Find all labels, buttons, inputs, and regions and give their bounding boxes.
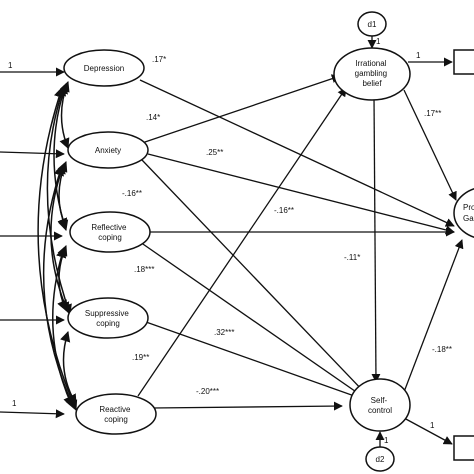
box-irrational-indicator bbox=[453, 49, 474, 75]
coef-refl-pg: -.16** bbox=[274, 206, 294, 215]
path-dep-pg bbox=[139, 79, 455, 227]
node-labels: Depression Anxiety Reflective coping Sup… bbox=[84, 20, 474, 464]
node-irrational bbox=[333, 47, 411, 101]
path-anx-sc bbox=[141, 159, 367, 395]
label-reflective: Reflective coping bbox=[91, 223, 128, 242]
path-label-d1: 1 bbox=[376, 37, 381, 46]
path-anx-pg bbox=[147, 153, 455, 235]
label-anxiety: Anxiety bbox=[95, 146, 121, 155]
coef-irr-sc: -.11* bbox=[344, 253, 360, 262]
path-label-rea-in: 1 bbox=[12, 399, 17, 408]
node-reflective bbox=[69, 211, 151, 253]
path-label-irr-out: 1 bbox=[416, 51, 421, 60]
coef-supp-sc: .32*** bbox=[214, 328, 234, 337]
line-in-anx bbox=[0, 149, 65, 159]
node-selfcontrol bbox=[349, 378, 411, 432]
line-in-rea bbox=[0, 409, 65, 419]
coef-anx-pg: .25** bbox=[206, 148, 223, 157]
coef-refl-sc: .18*** bbox=[134, 265, 154, 274]
node-reactive bbox=[75, 393, 157, 435]
coef-rea-irr: .19** bbox=[132, 353, 149, 362]
path-label-sc-out: 1 bbox=[430, 421, 435, 430]
label-d2: d2 bbox=[376, 455, 385, 464]
path-label-dep-in: 1 bbox=[8, 61, 13, 70]
path-sc-out bbox=[403, 417, 453, 445]
label-selfcontrol: Self- control bbox=[368, 396, 392, 415]
path-label-d2: 1 bbox=[384, 436, 389, 445]
label-reactive: Reactive coping bbox=[99, 405, 132, 424]
label-d1: d1 bbox=[368, 20, 377, 29]
node-suppressive bbox=[67, 297, 149, 339]
left-edge-lines bbox=[0, 67, 65, 419]
coef-dep-pg: .17* bbox=[152, 55, 166, 64]
structural-paths bbox=[137, 36, 464, 448]
node-d1 bbox=[357, 11, 387, 37]
label-irrational: Irrational gambling belief bbox=[355, 59, 390, 88]
box-selfcontrol-indicator bbox=[453, 435, 474, 461]
coef-anx-sc: -.16** bbox=[122, 189, 142, 198]
path-irr-pg bbox=[403, 89, 457, 201]
path-rea-irr bbox=[137, 87, 347, 397]
node-depression bbox=[63, 49, 145, 87]
fixed-path-labels: 1 1 1 1 1 1 bbox=[8, 37, 435, 445]
label-depression: Depression bbox=[84, 64, 124, 73]
label-problem-gambling: Pro Gan bbox=[463, 203, 474, 223]
coef-sc-pg: -.18** bbox=[432, 345, 452, 354]
node-problem-gambling bbox=[453, 188, 474, 238]
path-supp-sc bbox=[145, 321, 361, 400]
coefficients: .17* .14* .25** -.16** -.16** .18*** .17… bbox=[122, 55, 452, 396]
coef-anx-irr: .14* bbox=[146, 113, 160, 122]
node-d2 bbox=[365, 446, 395, 472]
coef-irr-pg: .17** bbox=[424, 109, 441, 118]
coef-rea-sc: -.20*** bbox=[196, 387, 219, 396]
path-rea-sc bbox=[151, 401, 343, 411]
path-irr-sc bbox=[371, 95, 381, 383]
path-sc-pg bbox=[403, 239, 464, 393]
path-anx-irr bbox=[141, 74, 341, 144]
path-refl-sc bbox=[139, 241, 363, 397]
corr-supp-rea bbox=[60, 330, 77, 405]
node-anxiety bbox=[67, 131, 149, 169]
label-suppressive: Suppressive coping bbox=[85, 309, 131, 328]
nodes bbox=[63, 11, 474, 472]
correlation-arcs bbox=[37, 81, 78, 411]
